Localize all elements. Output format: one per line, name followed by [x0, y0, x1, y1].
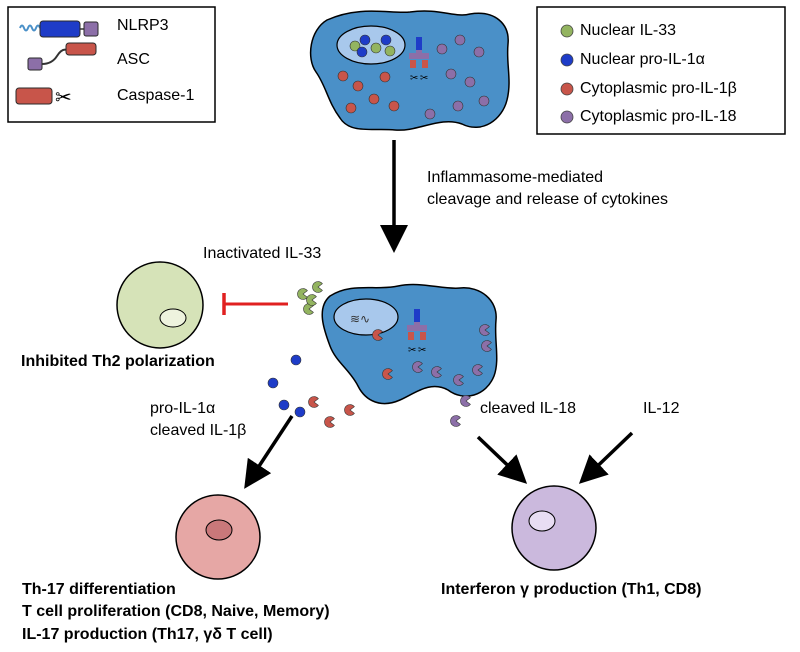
inhibition-line [222, 293, 288, 315]
arrow-to-th1-from-il12 [578, 431, 634, 484]
interferon-outcome-label: Interferon γ production (Th1, CD8) [441, 581, 702, 598]
th17-outcome-3: IL-17 production (Th17, γδ T cell) [22, 626, 273, 643]
il12-label: IL-12 [643, 400, 680, 417]
cleaved-il-18-particle [481, 340, 492, 352]
pro-il1a-label: pro-IL-1α [150, 400, 216, 417]
pro-il-1a-particle [290, 354, 302, 366]
th2-outcome-label: Inhibited Th2 polarization [21, 353, 215, 370]
nlrp3-icon [19, 20, 99, 38]
svg-text:≋∿: ≋∿ [350, 312, 370, 326]
macrophage-bottom: ≋∿ [321, 283, 498, 405]
scissors-icon: ✂ [55, 85, 72, 109]
inactivated-il-33-particle [306, 294, 317, 306]
cleaved-il1b-label: cleaved IL-1β [150, 422, 247, 439]
arrow-to-th17 [244, 415, 294, 489]
cleaved-il-1b-particle [382, 368, 393, 380]
inactivated-il-33-particle [297, 288, 308, 300]
cleaved-il-18-particle [412, 361, 423, 373]
il-18-legend-dot [560, 110, 574, 124]
caspase-1-icon: ✂ [15, 85, 72, 109]
il-1a-legend-dot [560, 53, 574, 67]
cleaved-il-18-particle [472, 364, 483, 376]
protein-legend: ✂ [7, 6, 216, 123]
cleaved-il-18-particle [431, 366, 442, 378]
legend-il-33-label: Nuclear IL-33 [580, 22, 677, 39]
th2-cell [116, 261, 204, 349]
th17-cell [175, 494, 261, 580]
cleaved-il-18-particle [460, 395, 471, 407]
cleaved-il-1b-particle [344, 404, 355, 416]
asc-icon [27, 42, 97, 71]
pro-il-1a-particle [294, 406, 306, 418]
cleaved-il-18-particle [453, 374, 464, 386]
pro-il-1a-particle [278, 399, 290, 411]
cytokine-particles [267, 281, 492, 428]
th1-cell [511, 485, 597, 571]
legend-il-1b-label: Cytoplasmic pro-IL-1β [580, 80, 737, 97]
il-33-legend-dot [560, 24, 574, 38]
cleaved-il-1b-particle [372, 329, 383, 341]
cleaved-il-18-particle [479, 324, 490, 336]
cleaved-il-1b-particle [324, 416, 335, 428]
th17-outcome-2: T cell proliferation (CD8, Naive, Memory… [22, 603, 330, 620]
process-label-line2: cleavage and release of cytokines [427, 191, 669, 208]
cleaved-il-18-particle [450, 415, 461, 427]
legend-asc-label: ASC [117, 51, 150, 68]
nucleus-bottom [333, 298, 399, 336]
cleaved-il18-label: cleaved IL-18 [480, 400, 577, 417]
th17-outcome-1: Th-17 differentiation [22, 581, 176, 598]
legend-nlrp3-label: NLRP3 [117, 17, 169, 34]
inactivated-il-33-particle [312, 281, 323, 293]
pro-il-1a-particle [267, 377, 279, 389]
cleaved-il-1b-particle [308, 396, 319, 408]
legend-il-18-label: Cytoplasmic pro-IL-18 [580, 108, 737, 125]
legend-il-1a-label: Nuclear pro-IL-1α [580, 51, 705, 68]
il-1b-legend-dot [560, 82, 574, 96]
legend-caspase-1-label: Caspase-1 [117, 87, 195, 104]
inactivated-il33-label: Inactivated IL-33 [203, 245, 322, 262]
cytokine-legend [536, 6, 786, 135]
process-label-line1: Inflammasome-mediated [427, 169, 604, 186]
arrow-to-th1-from-il18 [476, 435, 528, 484]
nucleus-top [336, 25, 406, 65]
cytokine-legend-box [536, 6, 786, 135]
macrophage-top [309, 10, 510, 131]
